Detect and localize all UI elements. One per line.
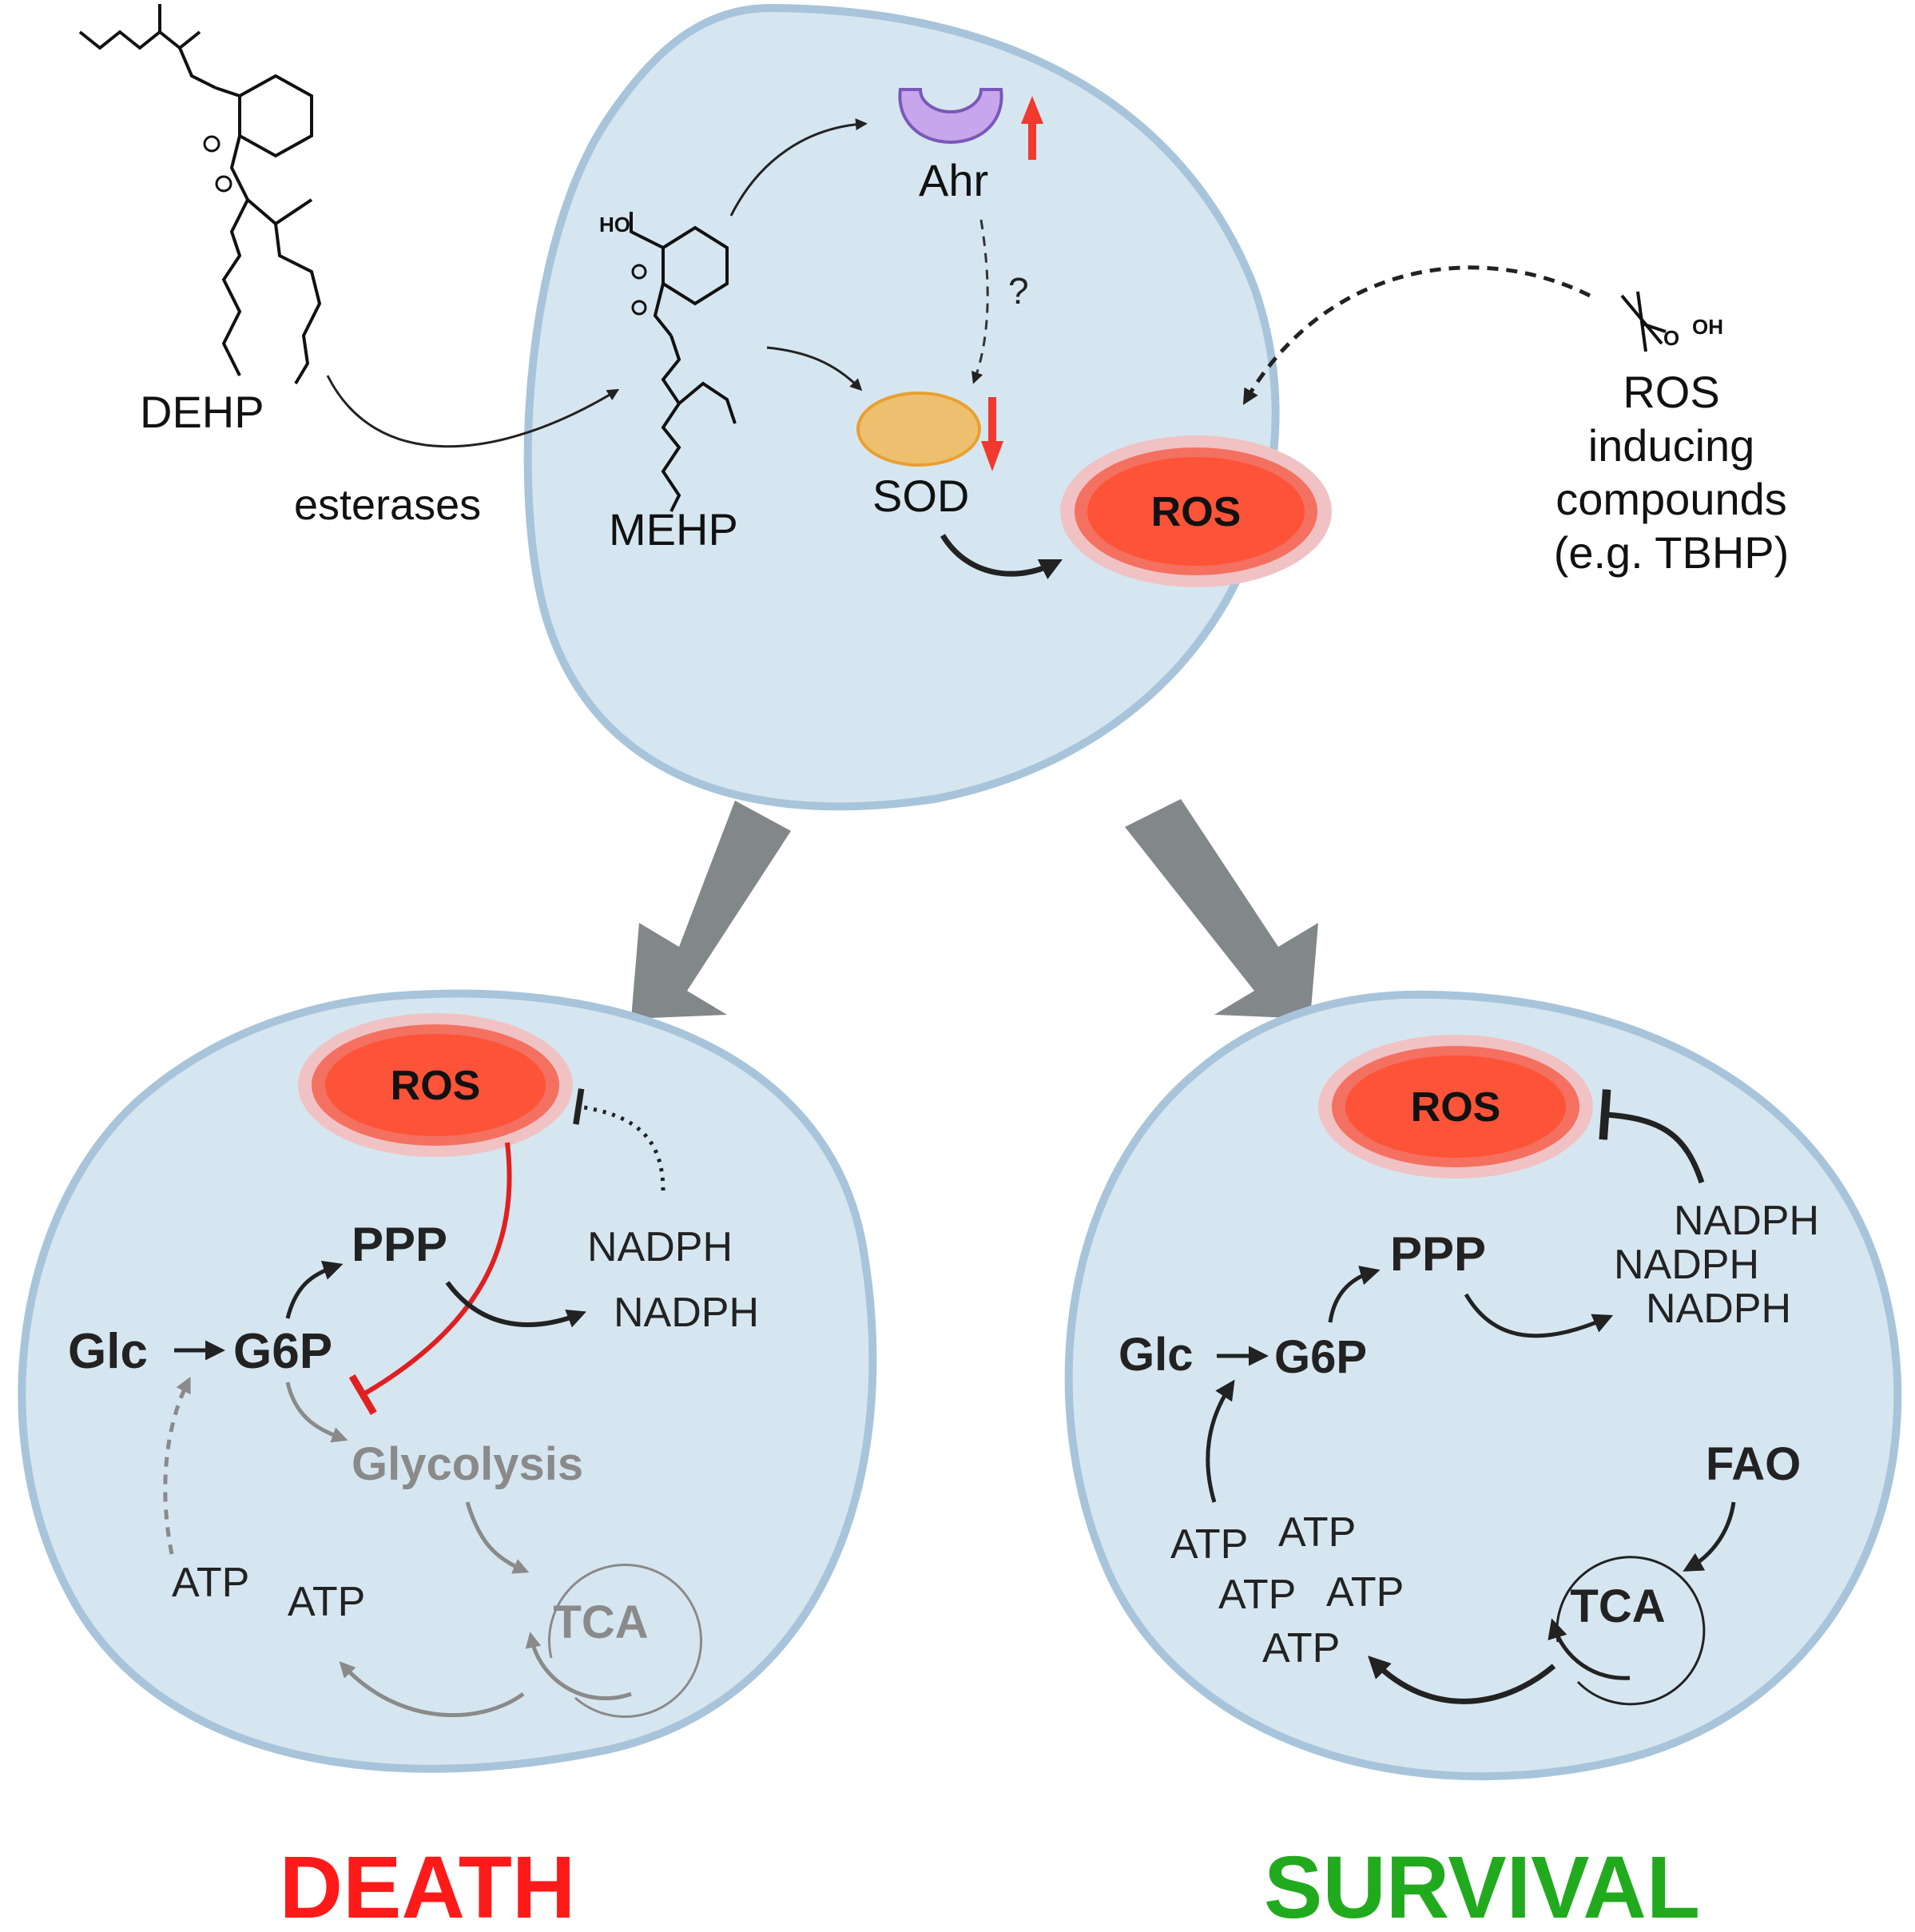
survival-atp-label-3: ATP bbox=[1218, 1572, 1296, 1618]
grey-arrow-to-survival bbox=[1125, 799, 1318, 1019]
survival-ros-label: ROS bbox=[1411, 1084, 1501, 1131]
survival-outcome-label: SURVIVAL bbox=[1264, 1839, 1700, 1932]
dehp-oxygen-atoms bbox=[203, 135, 232, 193]
mehp-to-ahr-arrow bbox=[729, 118, 868, 217]
survival-ros-blob bbox=[1318, 1035, 1593, 1179]
inducer-line-2: inducing bbox=[1588, 420, 1755, 471]
esterases-label: esterases bbox=[294, 481, 481, 529]
death-ros-label: ROS bbox=[391, 1063, 481, 1109]
death-tca-label: TCA bbox=[553, 1596, 648, 1648]
dehp-label: DEHP bbox=[140, 387, 264, 437]
survival-fao-to-tca-arrow bbox=[1683, 1501, 1736, 1572]
sod-down-arrow-icon bbox=[981, 397, 1003, 471]
ahr-sod-question-mark: ? bbox=[1008, 270, 1029, 312]
death-g6p-to-glycolysis-arrow bbox=[285, 1381, 348, 1443]
death-nadph-label-2: NADPH bbox=[614, 1290, 759, 1336]
survival-atp-label-2: ATP bbox=[1278, 1509, 1356, 1556]
ahr-receptor-icon bbox=[898, 88, 1003, 145]
death-atp-label-2: ATP bbox=[288, 1579, 365, 1625]
mehp-ho-label: HO bbox=[599, 213, 630, 237]
survival-tca-cycle-arrow bbox=[1547, 1618, 1631, 1680]
mehp-oxygen-atoms bbox=[631, 264, 647, 316]
dehp-molecule-structure bbox=[78, 4, 322, 385]
death-glycolysis-to-tca-arrow bbox=[465, 1501, 530, 1574]
esterases-arrow bbox=[326, 375, 620, 448]
survival-fao-label: FAO bbox=[1706, 1438, 1801, 1490]
death-cell-membrane bbox=[18, 989, 877, 1773]
survival-atp-label-4: ATP bbox=[1326, 1569, 1404, 1616]
death-tca-cycle-circle bbox=[548, 1564, 703, 1718]
survival-atp-label-1: ATP bbox=[1170, 1521, 1248, 1568]
survival-cell-membrane bbox=[1064, 990, 1902, 1781]
ahr-to-sod-dashed-arrow bbox=[971, 219, 989, 384]
survival-tca-cycle-circle bbox=[1555, 1556, 1706, 1706]
survival-ppp-label: PPP bbox=[1390, 1227, 1486, 1281]
death-ppp-label: PPP bbox=[352, 1218, 447, 1271]
mehp-to-sod-arrow bbox=[766, 346, 863, 392]
tbhp-o-label: O bbox=[1663, 326, 1679, 350]
top-ros-blob bbox=[1060, 435, 1332, 587]
death-tca-cycle-arrow bbox=[525, 1632, 632, 1701]
death-atp-to-glc-dashed-arrow bbox=[163, 1376, 191, 1555]
survival-glc-label: Glc bbox=[1118, 1329, 1194, 1381]
inducer-line-1: ROS bbox=[1623, 367, 1719, 417]
mehp-molecule-structure bbox=[630, 212, 737, 512]
survival-g6p-label: G6P bbox=[1274, 1331, 1367, 1383]
mehp-label: MEHP bbox=[609, 504, 738, 555]
death-ros-blob bbox=[298, 1013, 573, 1157]
tbhp-oh-label: OH bbox=[1692, 315, 1723, 339]
inducer-line-4: (e.g. TBHP) bbox=[1554, 527, 1790, 578]
survival-nadph-label-2: NADPH bbox=[1614, 1242, 1759, 1288]
grey-arrow-to-death bbox=[631, 801, 791, 1019]
survival-atp-to-glc-arrow bbox=[1206, 1379, 1235, 1503]
ahr-label: Ahr bbox=[919, 155, 988, 205]
sod-label: SOD bbox=[872, 471, 969, 521]
death-tca-to-atp-arrow bbox=[339, 1661, 525, 1718]
survival-nadph-label-1: NADPH bbox=[1674, 1198, 1819, 1244]
sod-enzyme-icon bbox=[856, 392, 981, 467]
death-outcome-label: DEATH bbox=[280, 1839, 576, 1932]
survival-ppp-to-nadph-arrow bbox=[1464, 1293, 1614, 1338]
death-glycolysis-label: Glycolysis bbox=[352, 1438, 583, 1490]
tbhp-molecule-structure bbox=[1620, 291, 1667, 352]
sod-to-ros-arrow bbox=[940, 534, 1063, 580]
death-glc-label: Glc bbox=[68, 1324, 148, 1379]
top-ros-label: ROS bbox=[1151, 489, 1242, 535]
survival-nadph-label-3: NADPH bbox=[1646, 1286, 1791, 1332]
survival-atp-label-5: ATP bbox=[1262, 1625, 1340, 1672]
tbhp-to-ros-dashed-arrow bbox=[1242, 265, 1591, 405]
death-ppp-to-nadph-arrow bbox=[445, 1281, 586, 1328]
inducer-line-3: compounds bbox=[1555, 474, 1787, 524]
death-atp-label-1: ATP bbox=[172, 1560, 249, 1606]
survival-g6p-to-ppp-arrow bbox=[1328, 1266, 1381, 1323]
ahr-up-arrow-icon bbox=[1021, 96, 1043, 160]
death-g6p-to-ppp-arrow bbox=[285, 1260, 344, 1319]
survival-tca-to-atp-arrow bbox=[1368, 1656, 1556, 1704]
death-ros-red-inhibition bbox=[348, 1142, 512, 1416]
survival-tca-label: TCA bbox=[1570, 1580, 1665, 1632]
death-g6p-label: G6P bbox=[233, 1324, 332, 1379]
survival-nadph-inhibition bbox=[1599, 1089, 1705, 1184]
death-nadph-label-1: NADPH bbox=[587, 1224, 733, 1270]
